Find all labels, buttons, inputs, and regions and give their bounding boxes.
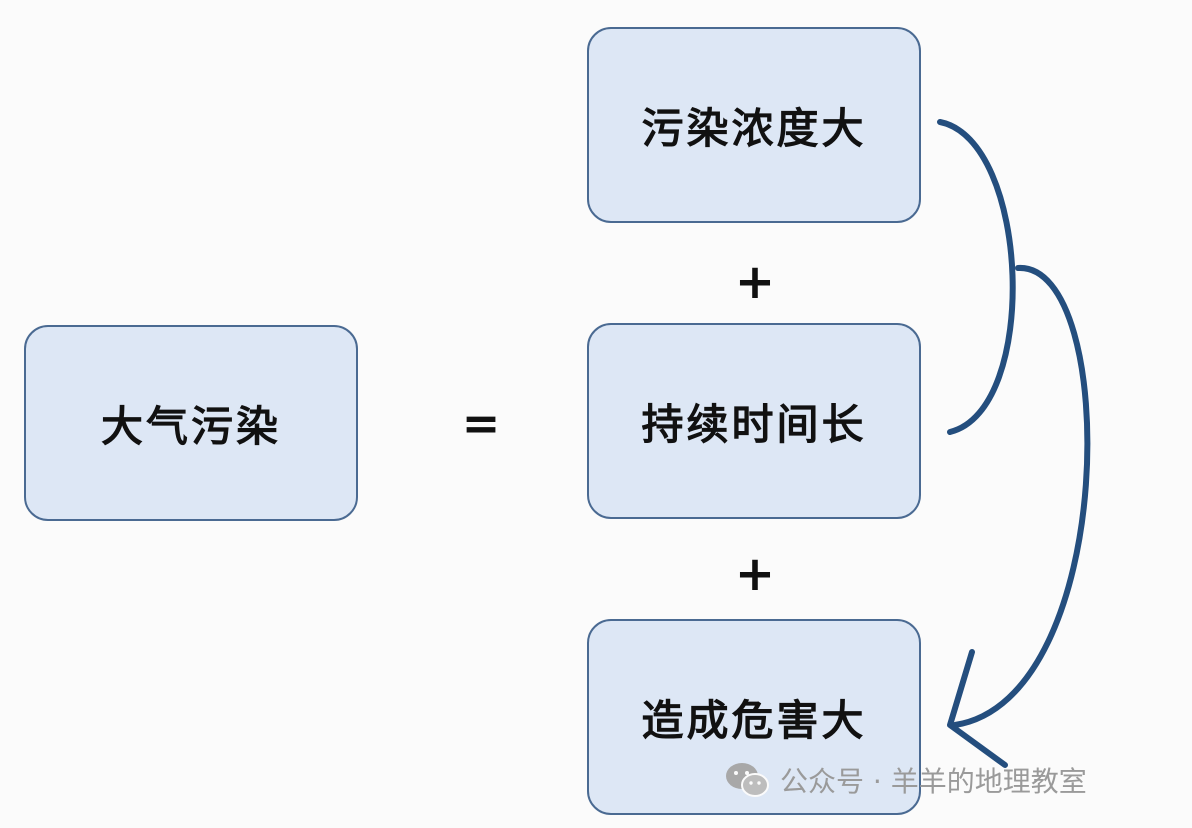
plus-sign-upper: + <box>734 254 776 310</box>
box-air-pollution: 大气污染 <box>24 325 358 521</box>
box-long-duration-label: 持续时间长 <box>641 399 867 449</box>
box-great-harm-label: 造成危害大 <box>641 695 867 745</box>
plus-sign-lower: + <box>734 546 776 602</box>
curved-arrow-to-harm <box>952 264 1091 728</box>
equals-sign: = <box>461 396 501 450</box>
watermark-text: 公众号 · 羊羊的地理教室 <box>780 765 1087 798</box>
watermark: 公众号 · 羊羊的地理教室 <box>724 758 1087 802</box>
bracket-connector <box>937 119 1016 435</box>
wechat-icon <box>726 763 769 797</box>
box-air-pollution-label: 大气污染 <box>100 401 281 451</box>
box-long-duration: 持续时间长 <box>587 323 921 519</box>
arrowhead-icon <box>947 649 1008 768</box>
box-high-concentration: 污染浓度大 <box>587 27 921 223</box>
box-high-concentration-label: 污染浓度大 <box>641 103 867 153</box>
